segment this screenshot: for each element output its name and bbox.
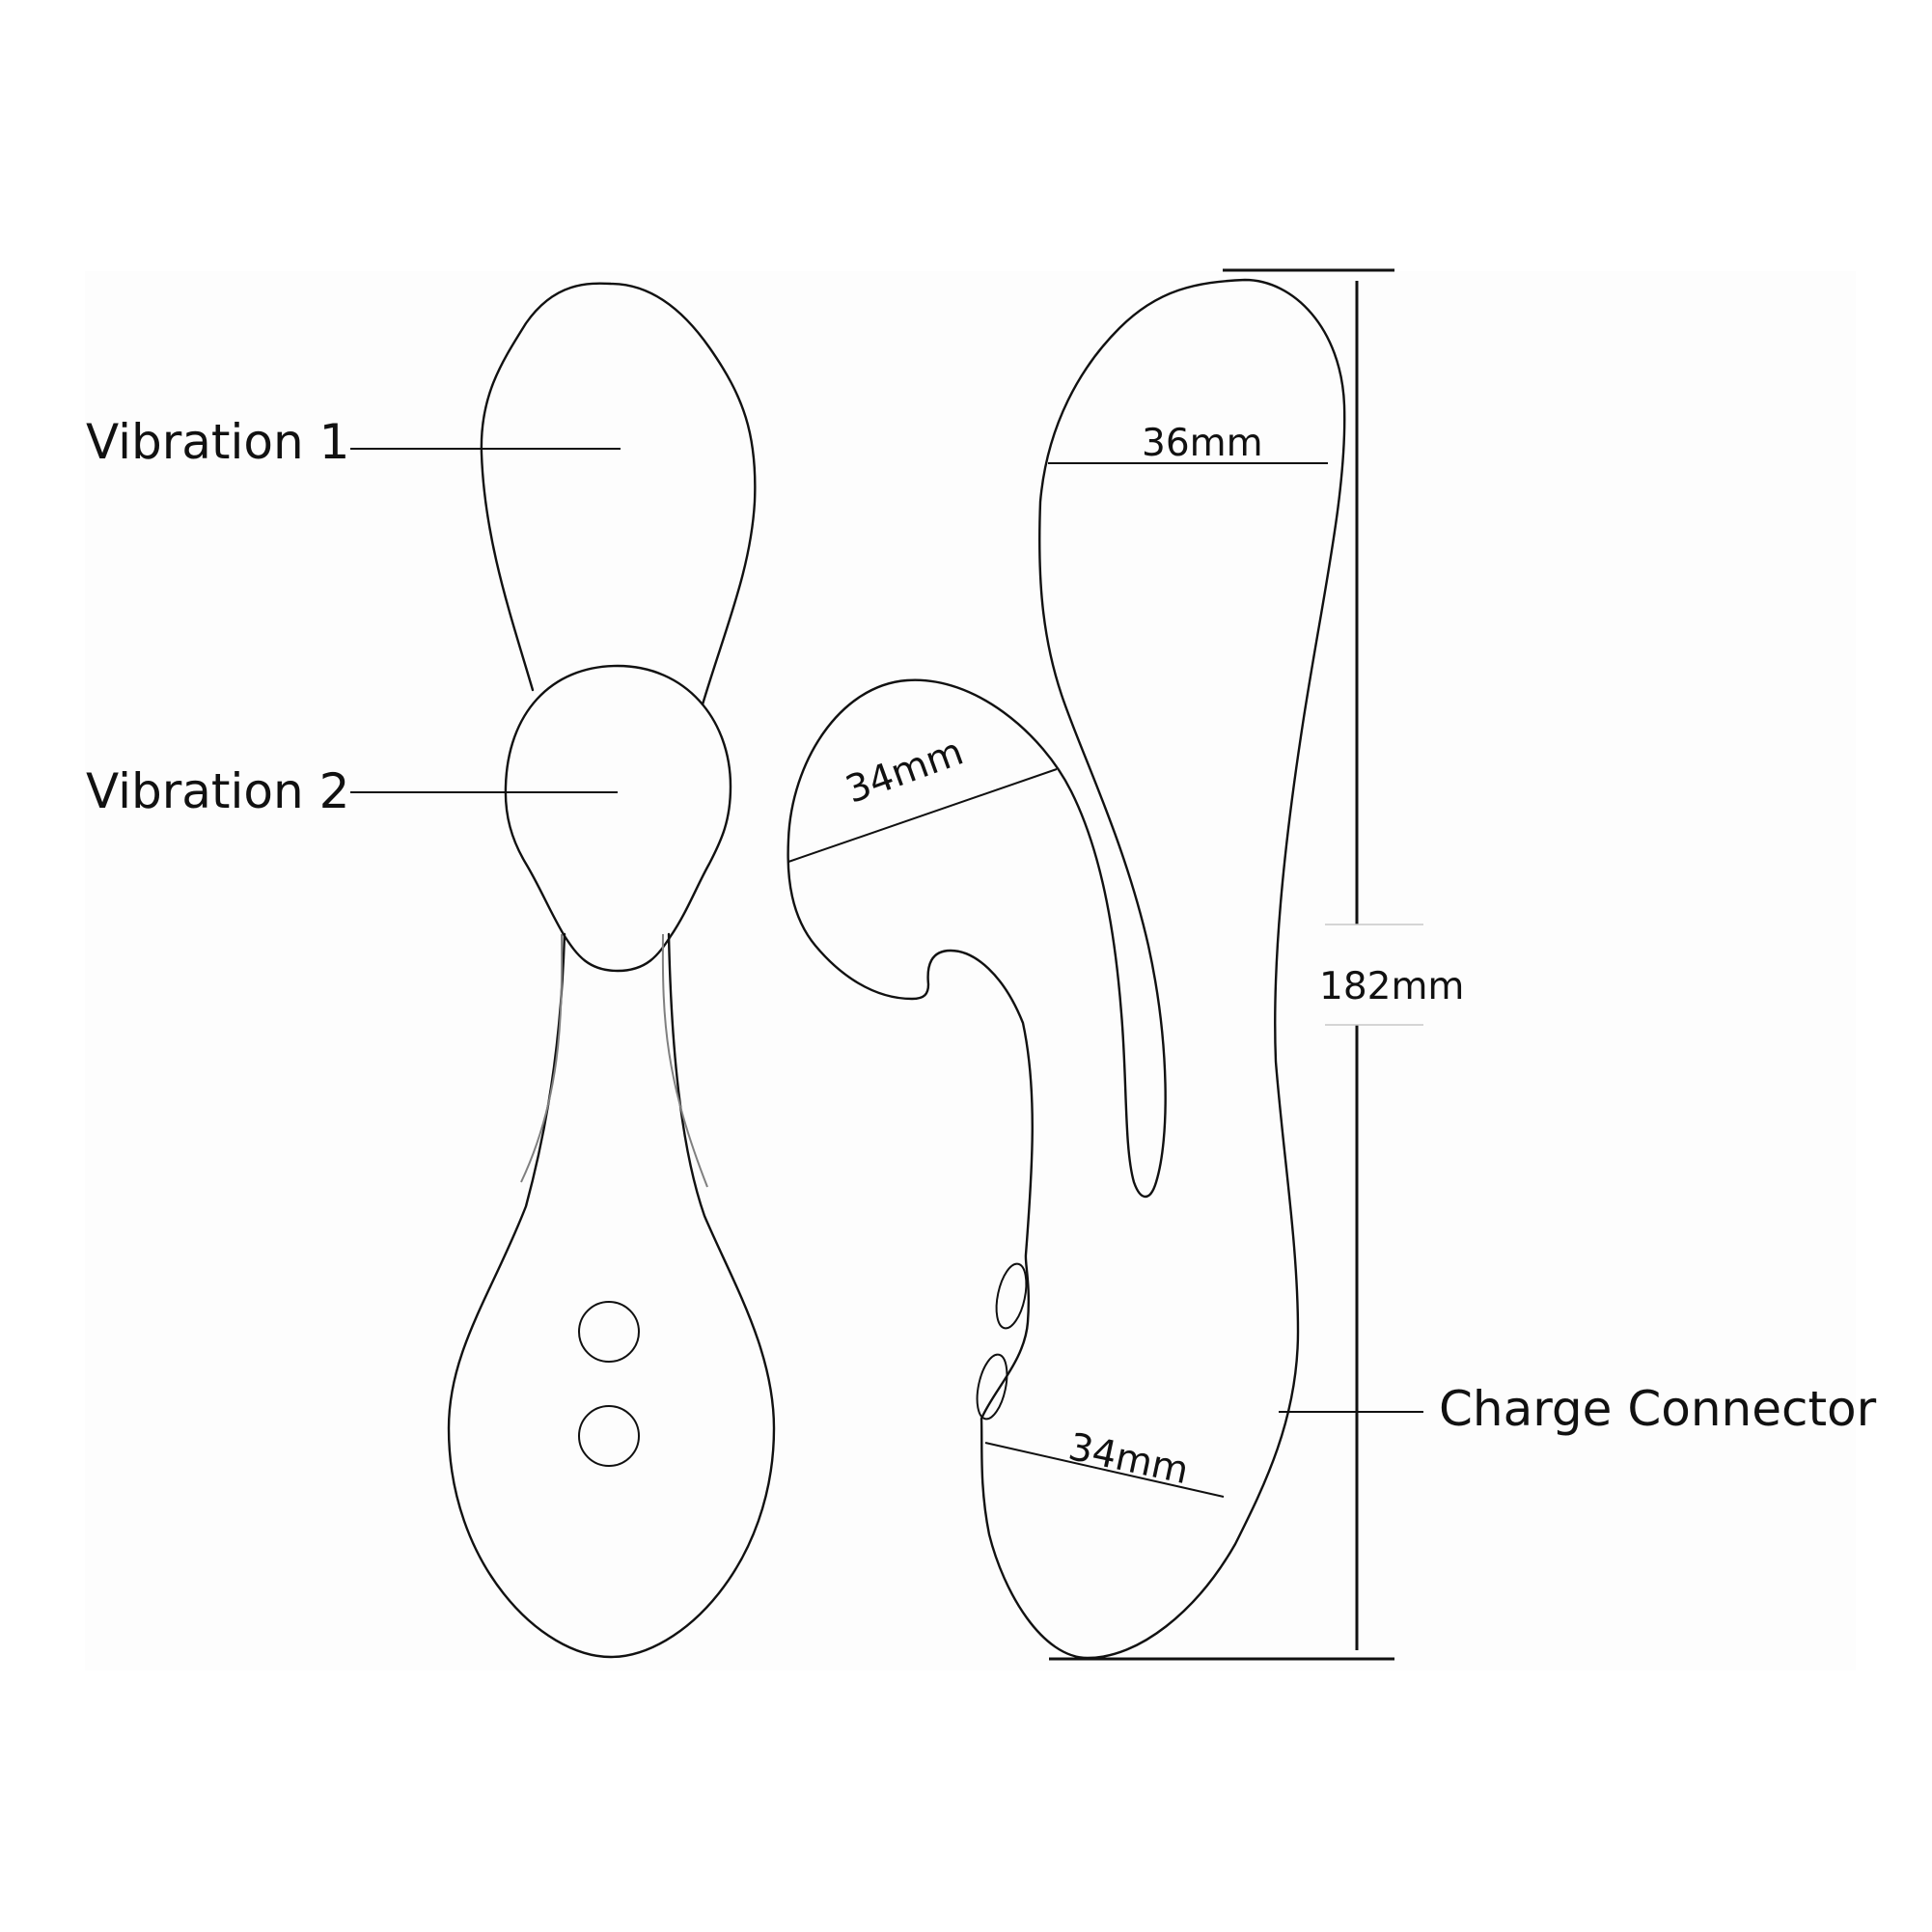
side-view — [787, 268, 1423, 1661]
front-button-lower — [578, 1405, 640, 1467]
front-handle-outline — [447, 932, 776, 1659]
front-neck-shading-left — [520, 933, 564, 1183]
dim-label-182mm: 182mm — [1319, 965, 1465, 1008]
side-button-lower — [976, 1353, 1008, 1421]
vibration1-label: Vibration 1 — [86, 414, 350, 470]
drawing-panel — [85, 271, 1856, 1670]
front-neck-shading-right — [661, 933, 708, 1188]
charge-connector-label: Charge Connector — [1439, 1381, 1877, 1437]
dim-label-36mm: 36mm — [1142, 422, 1263, 465]
vibration2-label: Vibration 2 — [86, 763, 350, 819]
front-upper-head-outline — [480, 282, 757, 706]
front-button-upper — [578, 1301, 640, 1363]
side-body-outline — [787, 278, 1346, 1660]
dim-line-34mm-lower — [984, 1442, 1225, 1498]
front-view — [350, 282, 776, 1659]
dim-line-34mm-upper — [787, 768, 1058, 863]
front-vibration2-ball-outline — [504, 664, 732, 973]
side-button-upper — [995, 1262, 1028, 1330]
